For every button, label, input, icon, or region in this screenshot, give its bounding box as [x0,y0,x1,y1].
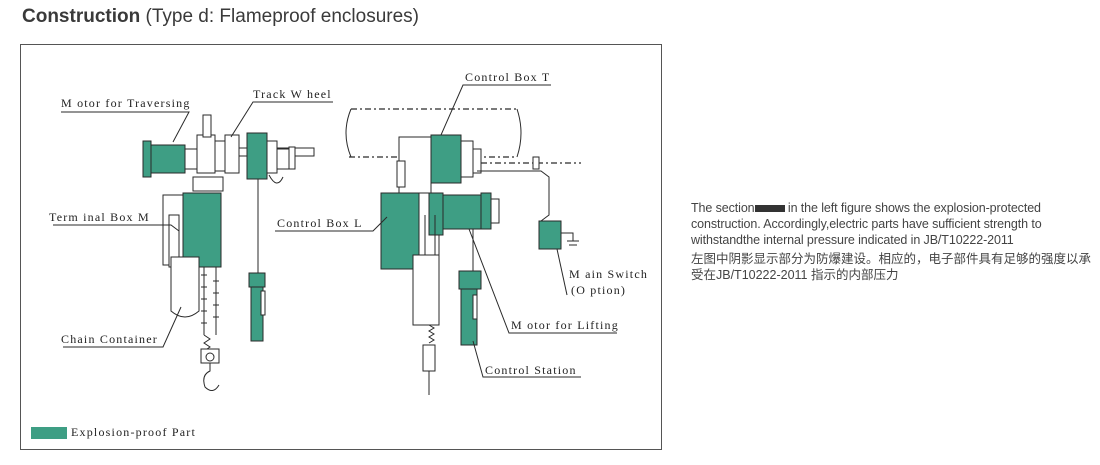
construction-figure: .g { fill: #3e9e84; stroke: #2a2a2a; str… [20,44,662,450]
control-box-t [430,134,462,184]
legend-swatch [31,426,67,439]
title-subtitle: (Type d: Flameproof enclosures) [140,6,420,27]
label-main-switch: M ain Switch [569,267,649,281]
legend: Explosion-proof Part [31,425,196,440]
hoist-diagram: .g { fill: #3e9e84; stroke: #2a2a2a; str… [53,84,617,395]
label-control-box-l: Control Box L [277,216,363,230]
label-control-box-t: Control Box T [465,70,551,84]
chain-container-right [412,254,440,326]
label-motor-lifting: M otor for Lifting [511,318,619,332]
track-wheel-frame [196,134,216,174]
right-hoist [345,108,581,395]
label-main-switch-option: (O ption) [571,283,627,297]
description: The section in the left figure shows the… [691,200,1091,283]
leader-lines [53,84,617,378]
description-chinese: 左图中阴影显示部分为防爆建设。相应的，电子部件具有足够的强度以承受在JB/T10… [691,252,1092,282]
left-hoist [142,114,315,391]
description-en-rest: in the left figure shows the explosion-p… [691,201,1042,247]
traverse-box [246,132,268,180]
title-bold: Construction [22,6,141,27]
control-station-top [458,270,482,290]
motor-traversing-body [150,144,186,174]
hook [203,363,220,391]
legend-label: Explosion-proof Part [71,425,196,439]
motor-traversing-endcap [142,140,152,178]
label-track-wheel: Track W heel [253,87,332,101]
label-motor-traversing: M otor for Traversing [61,96,191,110]
description-english: The section in the left figure shows the… [691,200,1091,248]
label-chain-container: Chain Container [61,332,158,346]
label-terminal-box-m: Term inal Box M [49,210,150,224]
description-en-start: The section [691,201,755,215]
load-chain [201,267,219,335]
label-control-station: Control Station [485,363,577,377]
pendant-top [248,272,266,288]
page-title: Construction (Type d: Flameproof enclosu… [22,6,419,28]
chain-container [170,256,200,318]
legend-bar-icon [754,205,785,213]
hoist-motor-body [182,192,222,268]
main-switch [538,220,562,250]
